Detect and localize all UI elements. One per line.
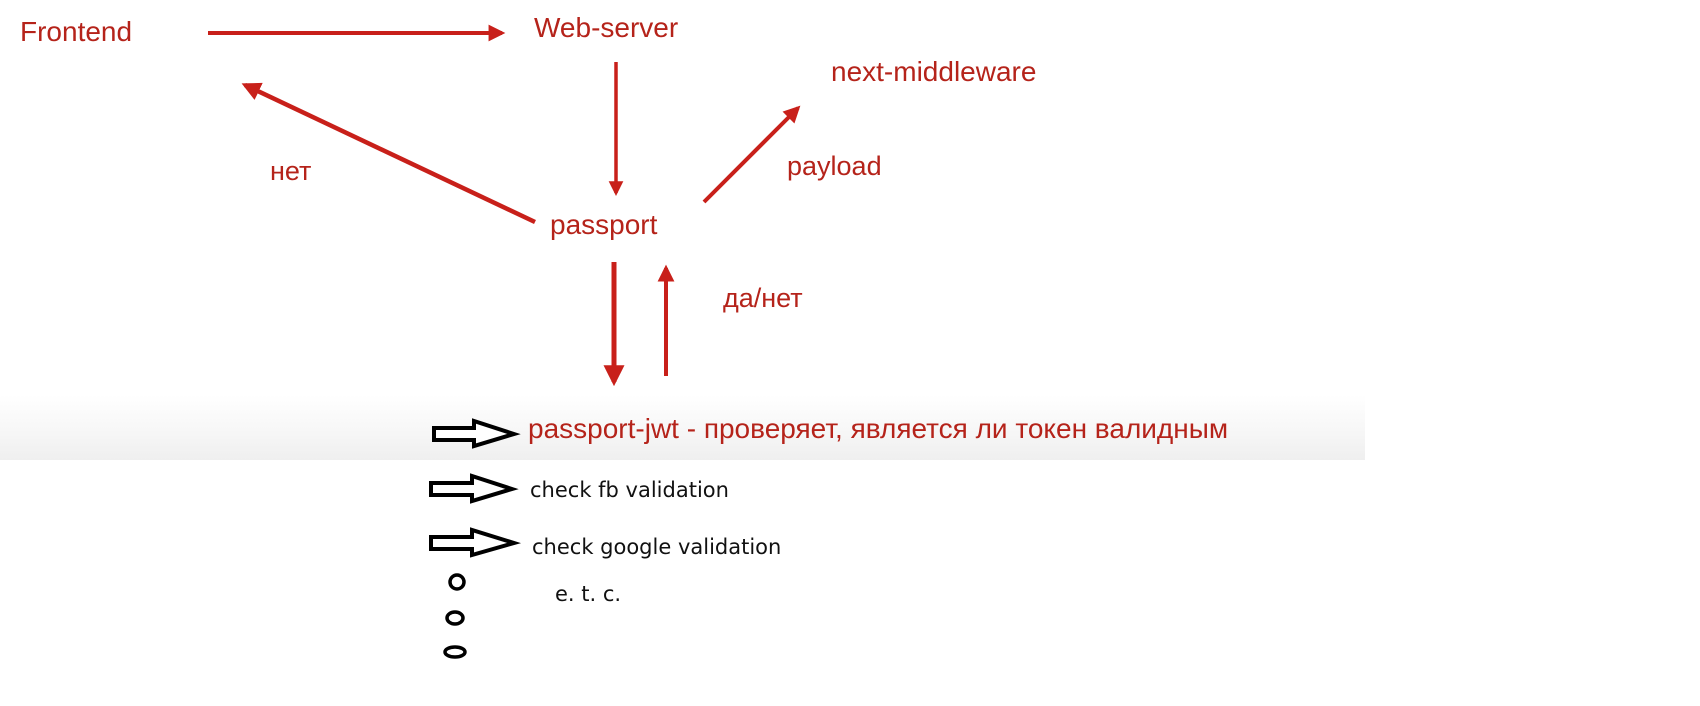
edge-label-payload: payload [787,151,882,181]
outline-arrow-icon [432,418,521,449]
strategy-etc: e. t. c. [555,582,622,606]
outline-arrow-icon [429,527,522,558]
outline-arrow-icon [429,473,519,504]
arrow-passport-to-frontend [241,82,536,225]
edge-label-no: нет [270,156,312,186]
strategy-passport-jwt: passport-jwt - проверяет, является ли то… [528,413,1229,444]
strategy-google: check google validation [532,535,782,559]
highlight-band [0,395,1365,460]
node-web-server: Web-server [534,12,679,43]
node-next-middleware: next-middleware [831,56,1037,87]
edge-label-yes-no: да/нет [723,283,803,313]
ellipsis-dot-icon [448,573,466,591]
node-passport: passport [550,209,658,240]
ellipsis-dot-icon [445,610,465,626]
arrow-passport-to-middleware [702,105,801,204]
ellipsis-dot-icon [443,645,467,659]
node-frontend: Frontend [20,16,133,47]
strategy-fb: check fb validation [530,478,729,502]
